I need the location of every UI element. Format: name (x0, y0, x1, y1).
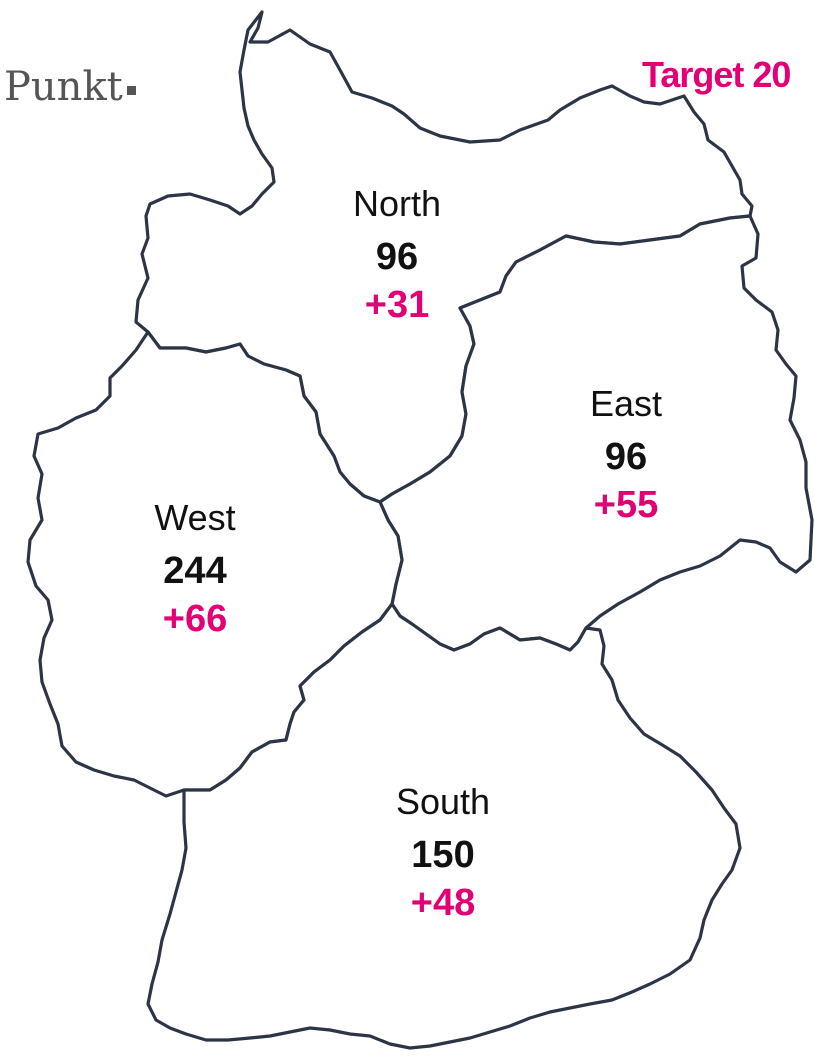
brand-text: Punkt (4, 64, 123, 110)
region-value: 150 (411, 834, 475, 876)
region-value: 96 (375, 236, 419, 278)
region-south-label: South 150 +48 (343, 781, 543, 924)
region-south-shape[interactable] (146, 602, 742, 1050)
region-east-shape[interactable] (378, 214, 814, 652)
region-delta: +48 (410, 882, 476, 924)
region-delta: +55 (593, 484, 659, 526)
region-west-label: West 244 +66 (95, 497, 295, 640)
region-name: South (395, 781, 491, 822)
region-value: 244 (163, 550, 227, 592)
region-delta: +31 (364, 284, 430, 326)
region-name: West (154, 497, 236, 538)
brand-logo: Punkt (4, 64, 136, 110)
region-name: North (352, 183, 442, 224)
brand-dot-icon (126, 85, 136, 95)
region-north-label: North 96 +31 (297, 183, 497, 326)
region-east-label: East 96 +55 (526, 383, 726, 526)
region-name: East (589, 383, 663, 424)
region-delta: +66 (162, 598, 228, 640)
region-value: 96 (604, 436, 648, 478)
target-label: Target 20 (642, 54, 791, 95)
